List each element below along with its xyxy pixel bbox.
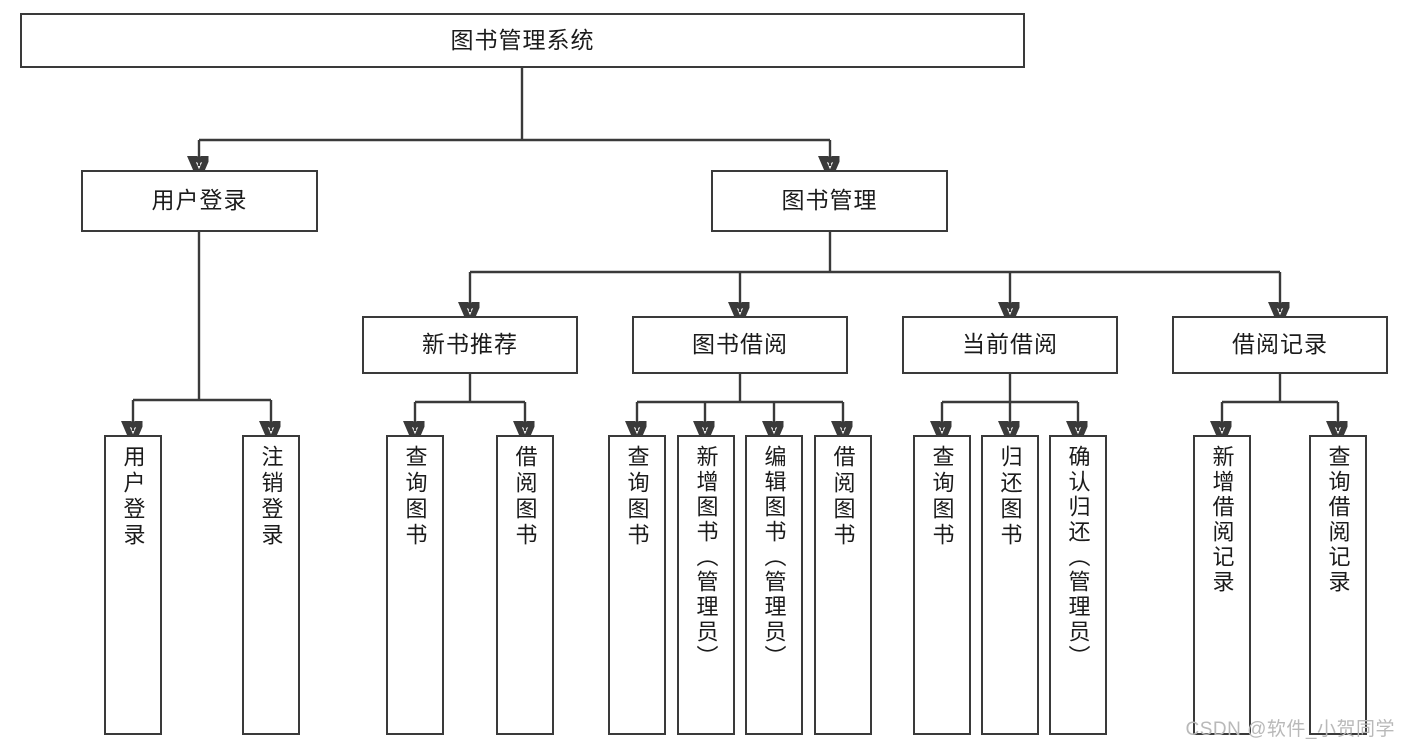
node-label: 查询图书 (624, 445, 650, 549)
node-leaf-book-borrow-add[interactable]: 新增图书（管理员） (677, 435, 735, 735)
node-label: 借阅记录 (1232, 331, 1328, 358)
node-leaf-book-borrow-borrow[interactable]: 借阅图书 (814, 435, 872, 735)
node-label: 查询图书 (402, 445, 428, 549)
watermark-text: CSDN @软件_小贺同学 (1185, 719, 1395, 740)
node-label: 新增借阅记录 (1209, 445, 1235, 595)
node-label: 图书借阅 (692, 331, 788, 358)
node-book-management[interactable]: 图书管理 (711, 170, 948, 232)
node-new-book-recommend[interactable]: 新书推荐 (362, 316, 578, 374)
node-leaf-user-login-login[interactable]: 用户登录 (104, 435, 162, 735)
node-label: 归还图书 (997, 445, 1023, 549)
node-label: 借阅图书 (512, 445, 538, 549)
node-label: 新增图书（管理员） (693, 445, 719, 670)
node-label: 用户登录 (120, 445, 146, 549)
node-label: 新书推荐 (422, 331, 518, 358)
node-label: 查询图书 (929, 445, 955, 549)
node-label: 注销登录 (258, 445, 284, 549)
node-leaf-new-book-borrow[interactable]: 借阅图书 (496, 435, 554, 735)
node-root-book-management-system[interactable]: 图书管理系统 (20, 13, 1025, 68)
node-leaf-book-borrow-edit[interactable]: 编辑图书（管理员） (745, 435, 803, 735)
node-label: 确认归还（管理员） (1065, 445, 1091, 670)
node-current-borrow[interactable]: 当前借阅 (902, 316, 1118, 374)
node-leaf-book-borrow-query[interactable]: 查询图书 (608, 435, 666, 735)
node-label: 图书管理 (781, 187, 878, 214)
node-leaf-borrow-record-add[interactable]: 新增借阅记录 (1193, 435, 1251, 735)
node-user-login[interactable]: 用户登录 (81, 170, 318, 232)
node-label: 查询借阅记录 (1325, 445, 1351, 595)
node-leaf-new-book-query[interactable]: 查询图书 (386, 435, 444, 735)
node-label: 用户登录 (151, 187, 248, 214)
node-leaf-current-borrow-confirm-return[interactable]: 确认归还（管理员） (1049, 435, 1107, 735)
node-leaf-borrow-record-query[interactable]: 查询借阅记录 (1309, 435, 1367, 735)
node-borrow-record[interactable]: 借阅记录 (1172, 316, 1388, 374)
node-label: 编辑图书（管理员） (761, 445, 787, 670)
node-leaf-current-borrow-return[interactable]: 归还图书 (981, 435, 1039, 735)
node-book-borrow[interactable]: 图书借阅 (632, 316, 848, 374)
node-label: 借阅图书 (830, 445, 856, 549)
node-leaf-user-login-logout[interactable]: 注销登录 (242, 435, 300, 735)
node-label: 当前借阅 (962, 331, 1058, 358)
node-label: 图书管理系统 (450, 26, 595, 53)
node-leaf-current-borrow-query[interactable]: 查询图书 (913, 435, 971, 735)
